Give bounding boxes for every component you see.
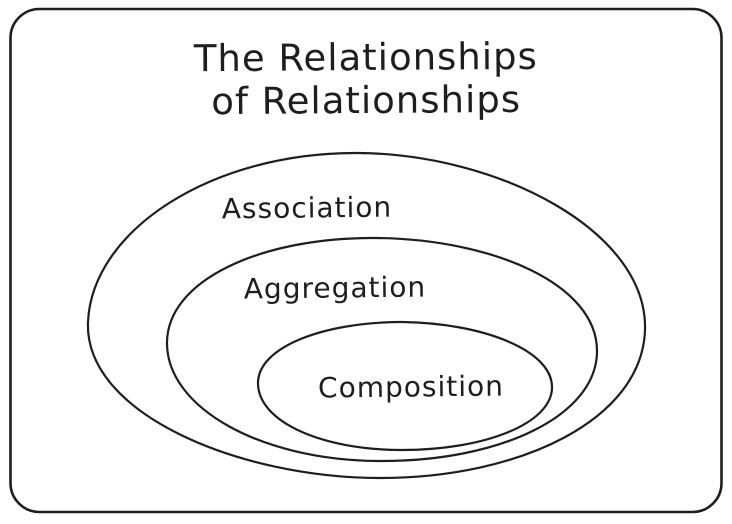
frame-border — [9, 7, 723, 514]
diagram-title-line2: of Relationships — [211, 77, 522, 124]
diagram-title-line1: The Relationships — [193, 34, 538, 81]
association-ellipse — [86, 151, 647, 480]
aggregation-label: Aggregation — [243, 270, 427, 306]
diagram-title: The Relationships of Relationships — [0, 33, 732, 124]
composition-ellipse — [256, 320, 554, 452]
association-label: Association — [221, 190, 393, 226]
aggregation-ellipse — [165, 236, 599, 463]
composition-label: Composition — [317, 369, 505, 405]
